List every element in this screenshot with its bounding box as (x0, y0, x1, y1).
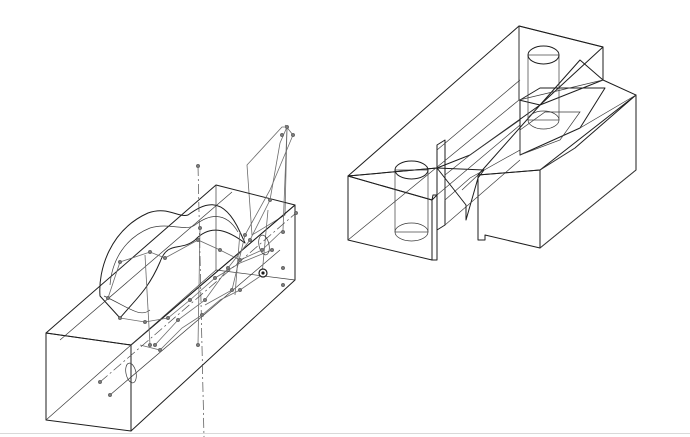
control-point[interactable] (157, 347, 163, 353)
left-pivot-marker-dot (261, 271, 265, 275)
right-hidden-edge (461, 174, 479, 191)
left-saddle-rib (109, 216, 239, 286)
right-bore-right (527, 45, 560, 130)
right-left-block-side (431, 194, 438, 261)
left-control-polygon (119, 249, 273, 323)
control-point[interactable] (107, 392, 113, 398)
left-control-line (261, 209, 269, 276)
control-point[interactable] (175, 317, 181, 323)
right-slot-wall (436, 139, 446, 231)
left-control-points[interactable] (97, 124, 299, 398)
control-point[interactable] (247, 237, 253, 243)
control-point[interactable] (142, 319, 148, 325)
left-hidden-edge (45, 269, 217, 421)
right-right-block-side (539, 94, 637, 249)
control-point[interactable] (259, 247, 265, 253)
left-vertical-centerline (197, 165, 205, 437)
right-v-notch (436, 167, 485, 221)
control-point[interactable] (242, 232, 248, 238)
control-point[interactable] (280, 282, 286, 288)
left-control-polygon (204, 124, 294, 306)
left-hole-side (258, 234, 270, 256)
right-hidden-edge (518, 79, 604, 101)
right-bore-left (394, 160, 429, 242)
right-left-block-front (347, 175, 433, 261)
right-pocket-face (519, 87, 606, 156)
control-point[interactable] (290, 132, 296, 138)
control-point[interactable] (195, 342, 201, 348)
right-pocket-floor (519, 111, 581, 156)
control-point[interactable] (280, 265, 286, 271)
control-point[interactable] (117, 315, 123, 321)
control-point[interactable] (237, 287, 243, 293)
control-point[interactable] (217, 247, 223, 253)
control-point[interactable] (225, 265, 231, 271)
control-point[interactable] (195, 163, 201, 169)
control-point[interactable] (212, 275, 218, 281)
left-part-model[interactable] (45, 124, 299, 437)
control-point[interactable] (147, 342, 153, 348)
control-point[interactable] (152, 342, 158, 348)
control-point[interactable] (195, 237, 201, 243)
control-point[interactable] (267, 197, 273, 203)
left-hole-front (125, 362, 137, 384)
control-point[interactable] (105, 295, 111, 301)
control-point[interactable] (237, 257, 243, 263)
right-hidden-edge (436, 79, 521, 151)
control-point[interactable] (199, 312, 205, 318)
control-point[interactable] (165, 315, 171, 321)
control-point[interactable] (202, 297, 208, 303)
control-point[interactable] (280, 229, 286, 235)
left-block-side-face (130, 204, 296, 432)
left-block-front-face (45, 332, 132, 432)
right-rear-top-face (347, 25, 604, 177)
right-hidden-edge (539, 147, 576, 171)
right-right-block-top (477, 79, 637, 176)
control-point[interactable] (293, 210, 299, 216)
left-hidden-edge (109, 249, 281, 396)
control-point[interactable] (279, 132, 285, 138)
control-point[interactable] (162, 255, 168, 261)
bottom-divider (0, 433, 690, 434)
right-hidden-edge (539, 169, 637, 249)
left-saddle-surface (99, 204, 246, 319)
right-right-block-front (477, 169, 541, 249)
left-hidden-edge (215, 269, 296, 281)
control-point[interactable] (284, 124, 290, 130)
control-point[interactable] (97, 379, 103, 385)
control-point[interactable] (187, 297, 193, 303)
left-control-line (144, 254, 151, 346)
control-point[interactable] (147, 249, 153, 255)
control-point[interactable] (117, 259, 123, 265)
left-saddle-rib (103, 295, 151, 314)
right-hidden-edge (347, 99, 520, 241)
right-left-block-top (347, 167, 438, 201)
right-hidden-edge (579, 94, 637, 129)
left-axis-centerline (99, 212, 297, 383)
control-point[interactable] (229, 287, 235, 293)
right-hidden-edge (436, 124, 521, 196)
right-part-model[interactable] (347, 25, 637, 261)
right-hidden-edge (444, 159, 521, 226)
control-point[interactable] (269, 247, 275, 253)
control-point[interactable] (197, 225, 203, 231)
